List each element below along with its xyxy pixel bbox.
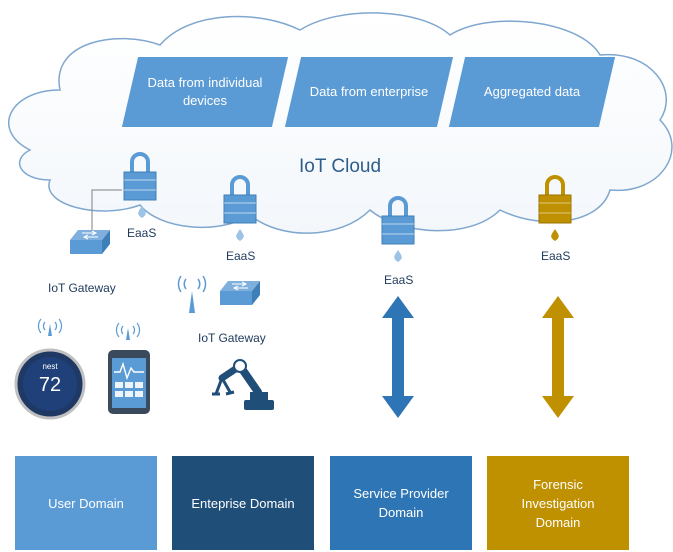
eaas-label: EaaS — [541, 249, 571, 263]
domain-enterprise: Enteprise Domain — [172, 456, 314, 550]
drop-icon — [138, 206, 146, 218]
robot-arm-icon — [212, 359, 274, 410]
domain-forensic-investigation: Forensic Investigation Domain — [487, 456, 629, 550]
gateway-label: IoT Gateway — [198, 331, 266, 345]
drop-icon — [236, 229, 244, 241]
tablet-icon — [108, 322, 150, 414]
thermostat-temperature: 72 — [38, 374, 62, 396]
domain-service-provider: Service Provider Domain — [330, 456, 472, 550]
eaas-label: EaaS — [127, 226, 157, 240]
thermostat-icon — [14, 318, 86, 420]
drop-icon — [551, 229, 559, 241]
drop-icon — [394, 250, 402, 262]
data-box-aggregated: Aggregated data — [483, 84, 581, 99]
eaas-label: EaaS — [226, 249, 256, 263]
double-arrow-icon — [542, 296, 574, 418]
router-icon — [69, 229, 111, 255]
double-arrow-icon — [382, 296, 414, 418]
thermostat-brand: nest — [42, 362, 58, 371]
eaas-label: EaaS — [384, 273, 414, 287]
data-box-individual-devices: Data from individual devices — [147, 75, 263, 108]
antenna-icon — [177, 275, 207, 313]
gateway-link-line — [91, 189, 122, 232]
domain-user: User Domain — [15, 456, 157, 550]
data-box-enterprise: Data from enterprise — [309, 84, 429, 99]
gateway-label: IoT Gateway — [48, 281, 116, 295]
padlock-icon — [538, 175, 572, 224]
cloud-title: IoT Cloud — [298, 156, 382, 177]
router-icon — [219, 280, 261, 306]
